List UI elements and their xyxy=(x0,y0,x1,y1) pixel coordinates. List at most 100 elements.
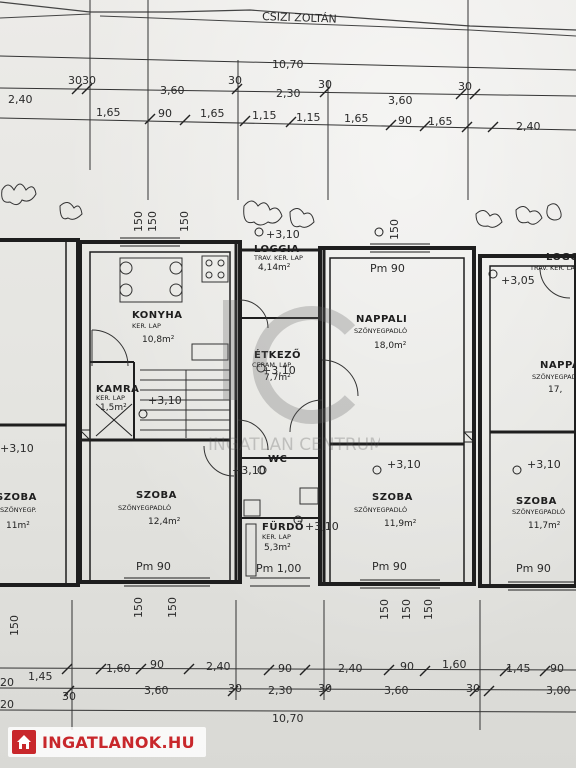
dim-bottom-small-1: 30 xyxy=(228,682,242,695)
dim-bottom-row1-0: 1,45 xyxy=(28,670,53,683)
room-pantry: KAMRA KER. LAP 1,5m² xyxy=(96,384,139,413)
dim-top-row1-1: 2,30 xyxy=(276,87,301,100)
room-kitchen: KONYHA KER. LAP 10,8m² xyxy=(132,310,183,345)
room-living-right: NAPPALI SZŐNYEGPADLÓ 17, xyxy=(532,360,576,395)
level-4: +3,05 xyxy=(501,274,535,287)
opening-bottom-5: 150 xyxy=(8,615,21,636)
room-bedroom-1: SZOBA SZŐNYEGPADLÓ 12,4m² xyxy=(118,490,181,527)
dim-top-row2-1: 90 xyxy=(158,107,172,120)
dim-bottom-row1-7: 1,60 xyxy=(442,658,467,671)
room-area: 1,5m² xyxy=(100,403,127,413)
dim-bottom-row1-9: 90 xyxy=(550,662,564,675)
site-badge[interactable]: INGATLANOK.HU xyxy=(8,727,206,757)
room-name: SZOBA xyxy=(516,496,557,507)
level-6: +3,10 xyxy=(232,464,266,477)
dim-top-row2-7: 1,65 xyxy=(428,115,453,128)
room-area: 18,0m² xyxy=(374,341,407,351)
sill-bottom-1: Pm 1,00 xyxy=(256,562,301,575)
dim-bottom-left-0: 20 xyxy=(0,676,14,689)
sill-bottom-0: Pm 90 xyxy=(136,560,171,573)
dim-top-small-1: 30 xyxy=(82,74,96,87)
room-area: 17, xyxy=(548,385,562,395)
room-dining: ÉTKEZŐ CERAM. LAP 7,7m² xyxy=(252,347,301,383)
dim-bottom-small-2: 30 xyxy=(318,682,332,695)
sill-bottom-3: Pm 90 xyxy=(516,562,551,575)
dim-bottom-small-0: 30 xyxy=(62,690,76,703)
sill-top: Pm 90 xyxy=(370,262,405,275)
room-floor: CERAM. LAP xyxy=(252,361,291,369)
dim-bottom-small-3: 30 xyxy=(466,682,480,695)
room-name: LOGGIA xyxy=(546,252,576,263)
room-name: KONYHA xyxy=(132,310,183,321)
level-8: +3,10 xyxy=(266,228,300,241)
dim-top-row2-8: 2,40 xyxy=(516,120,541,133)
opening-bottom-0: 150 xyxy=(132,597,145,618)
room-floor: SZŐNYEGPADLÓ xyxy=(354,326,407,335)
room-name: SZOBA xyxy=(372,492,413,503)
opening-bottom-3: 150 xyxy=(400,599,413,620)
house-logo-icon xyxy=(12,730,36,754)
room-floor: KER. LAP xyxy=(96,394,125,402)
room-floor: TRAV. KER. LAP xyxy=(529,264,576,272)
room-name: SZOBA xyxy=(136,490,177,501)
opening-top-1: 150 xyxy=(146,211,159,232)
room-bedroom-3: SZOBA SZŐNYEGPADLÓ 11,7m² xyxy=(512,496,565,531)
room-name: WC xyxy=(268,454,287,465)
dim-top-left: 2,40 xyxy=(8,93,33,106)
dim-bottom-row1-8: 1,45 xyxy=(506,662,531,675)
room-bedroom-left: SZOBA SZŐNYEGP. 11m² xyxy=(0,492,37,531)
dim-top-row2-4: 1,15 xyxy=(296,111,321,124)
room-wc: WC xyxy=(268,454,287,465)
level-0: +3,10 xyxy=(0,442,34,455)
level-5: +3,10 xyxy=(148,394,182,407)
room-area: 4,14m² xyxy=(258,263,291,273)
room-floor: SZŐNYEGPADLÓ xyxy=(118,503,171,512)
dim-bottom-row2-0: 3,60 xyxy=(144,684,169,697)
room-name: ÉTKEZŐ xyxy=(254,347,301,361)
opening-top-3: 150 xyxy=(388,219,401,240)
room-name: NAPPALI xyxy=(356,314,407,325)
room-floor: KER. LAP xyxy=(262,533,291,541)
site-badge-text: INGATLANOK.HU xyxy=(42,732,195,752)
room-area: 10,8m² xyxy=(142,335,175,345)
dim-top-small-4: 30 xyxy=(458,80,472,93)
dim-bottom-left-1: 20 xyxy=(0,698,14,711)
level-3: +3,10 xyxy=(527,458,561,471)
room-name: LOGGIA xyxy=(254,244,299,255)
room-floor: SZŐNYEGP. xyxy=(0,505,37,514)
dim-top-row1-2: 3,60 xyxy=(388,94,413,107)
room-area: 11,7m² xyxy=(528,521,561,531)
room-floor: KER. LAP xyxy=(132,322,161,330)
room-area: 7,7m² xyxy=(264,373,291,383)
dim-top-total: 10,70 xyxy=(272,58,304,71)
room-floor: TRAV. KER. LAP xyxy=(253,254,303,262)
sill-bottom-2: Pm 90 xyxy=(372,560,407,573)
room-area: 5,3m² xyxy=(264,543,291,553)
room-loggia-right: LOGGIA TRAV. KER. LAP xyxy=(529,252,576,272)
room-name: KAMRA xyxy=(96,384,139,395)
dim-top-small-3: 30 xyxy=(318,78,332,91)
room-bathroom: FÜRDŐ KER. LAP 5,3m² xyxy=(262,519,303,553)
room-name: NAPPALI xyxy=(540,360,576,371)
room-floor: SZŐNYEGPADLÓ xyxy=(532,372,576,381)
opening-bottom-2: 150 xyxy=(378,599,391,620)
dim-top-row2-0: 1,65 xyxy=(96,106,121,119)
dim-top-small-0: 30 xyxy=(68,74,82,87)
dim-bottom-row2-1: 2,30 xyxy=(268,684,293,697)
dim-top-small-2: 30 xyxy=(228,74,242,87)
room-floor: SZŐNYEGPADLÓ xyxy=(512,507,565,516)
dim-bottom-row2-3: 3,00 xyxy=(546,684,571,697)
room-name: SZOBA xyxy=(0,492,37,503)
opening-bottom-1: 150 xyxy=(166,597,179,618)
opening-top-2: 150 xyxy=(178,211,191,232)
room-floor: SZŐNYEGPADLÓ xyxy=(354,505,407,514)
dim-top-row2-6: 90 xyxy=(398,114,412,127)
opening-top-0: 150 xyxy=(132,211,145,232)
dim-top-row1-0: 3,60 xyxy=(160,84,185,97)
room-area: 12,4m² xyxy=(148,517,181,527)
dim-bottom-row1-2: 90 xyxy=(150,658,164,671)
opening-bottom-4: 150 xyxy=(422,599,435,620)
level-2: +3,10 xyxy=(387,458,421,471)
dim-bottom-total: 10,70 xyxy=(272,712,304,725)
